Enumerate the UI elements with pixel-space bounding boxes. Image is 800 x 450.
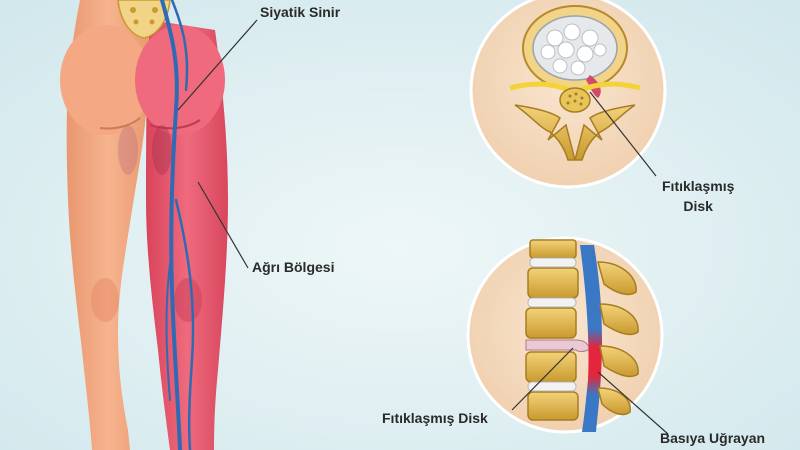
label-herniated-disc-top: Fıtıklaşmış Disk — [662, 176, 734, 216]
sagittal-view — [466, 236, 664, 434]
right-buttock — [135, 25, 225, 135]
axial-view — [469, 0, 667, 189]
sciatic-nerve — [160, 0, 195, 450]
spinal-canal — [580, 245, 602, 432]
label-compressed: Basıya Uğrayan — [660, 430, 766, 446]
body-illustration — [60, 0, 228, 450]
herniated-disc — [525, 339, 589, 352]
label-herniated-disc-side: Fıtıklaşmış Disk — [382, 410, 488, 426]
label-herniated-disc-top-line1: Fıtıklaşmış — [662, 178, 735, 194]
label-sciatic-nerve: Siyatik Sinir — [260, 4, 341, 20]
label-herniated-disc-top-line2: Disk — [683, 198, 713, 214]
left-buttock — [60, 25, 150, 135]
leader-lines — [177, 19, 669, 435]
label-pain-area: Ağrı Bölgesi — [252, 259, 335, 275]
